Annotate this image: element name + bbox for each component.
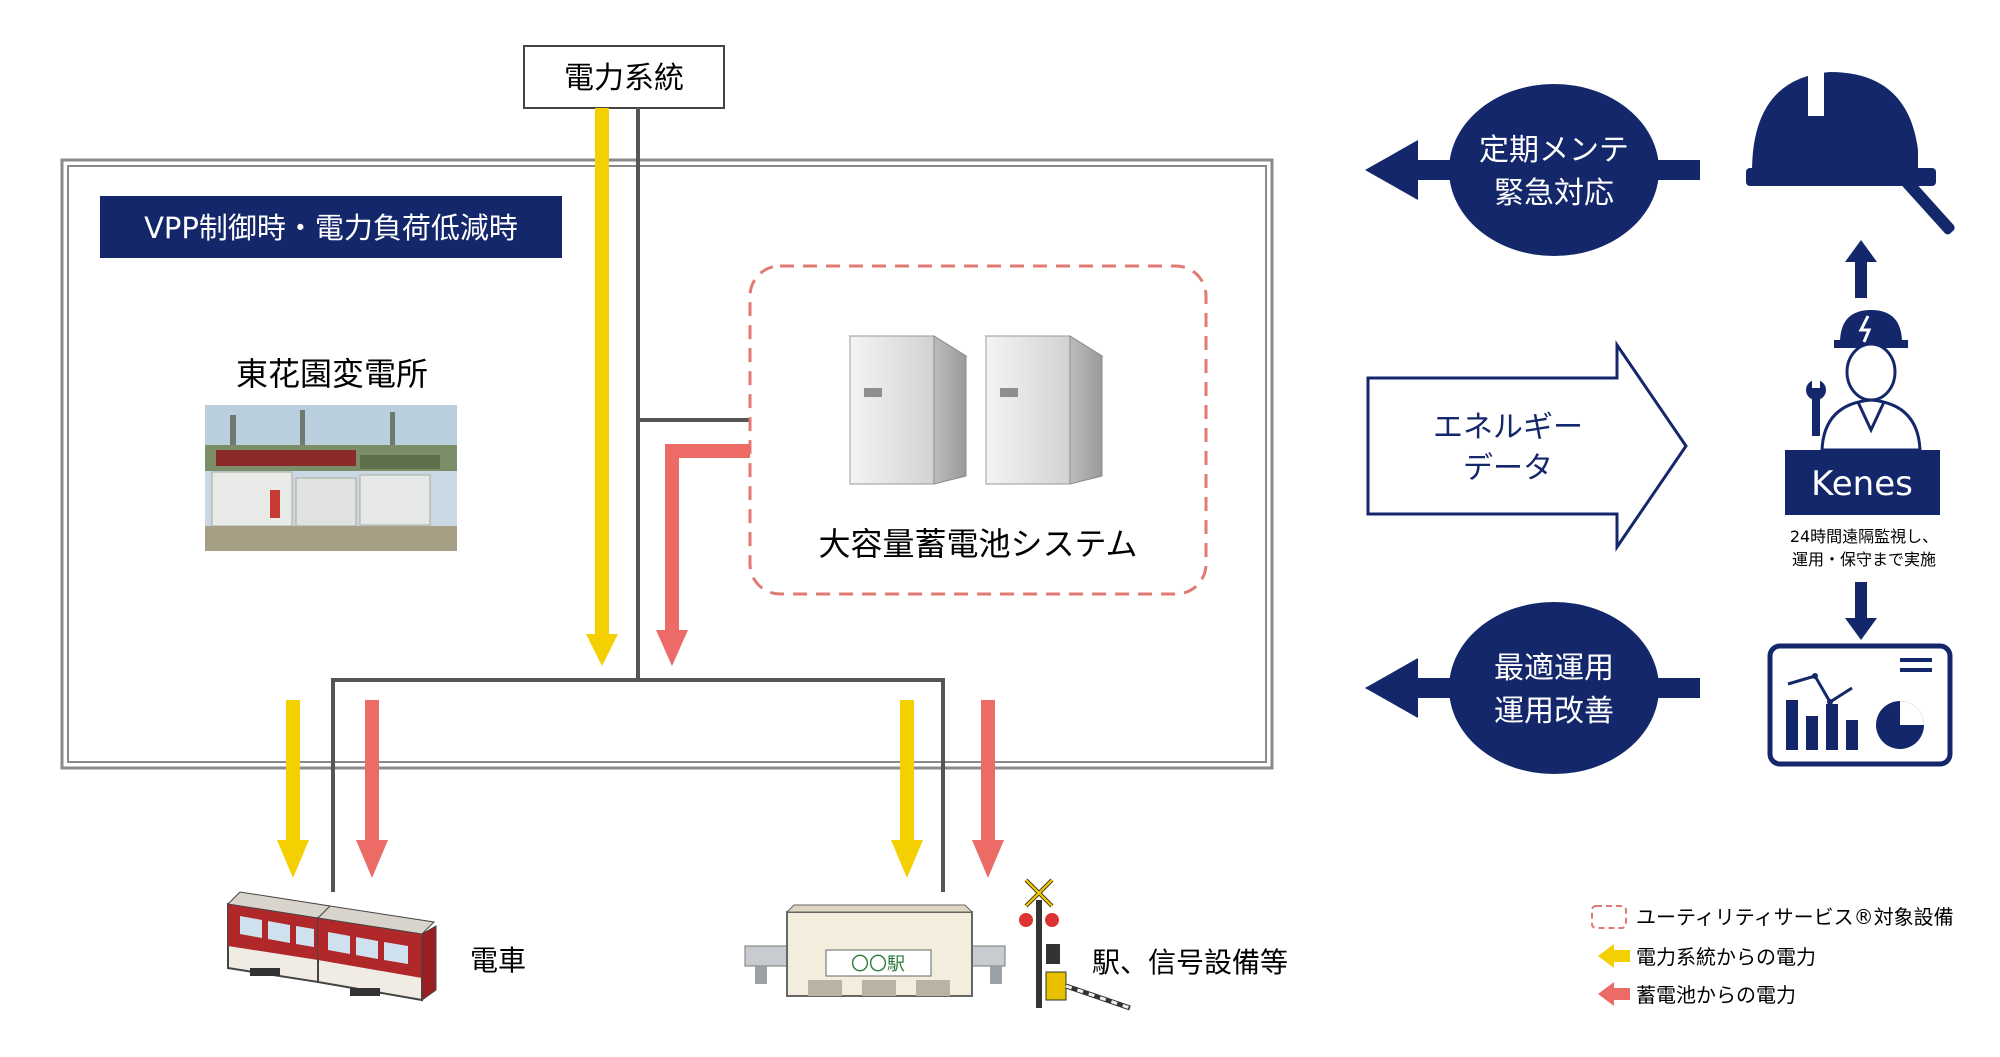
station-label: 駅、信号設備等 (1092, 946, 1288, 979)
site-frame (60, 158, 1274, 770)
legend-label-1: 電力系統からの電力 (1636, 945, 1816, 969)
worker-icon (1806, 310, 1922, 452)
battery-system-box (748, 264, 1208, 596)
energy-data-service: エネルギー データ (1366, 340, 1688, 552)
battery-cabinet-2 (984, 335, 1104, 485)
kenes-label: Kenes (1811, 464, 1913, 504)
energy-data-line-2: データ (1463, 451, 1553, 486)
maintenance-line-2: 緊急対応 (1494, 176, 1614, 211)
battery-cabinet-1 (848, 335, 968, 485)
grid-source-label: 電力系統 (564, 61, 684, 96)
power-wires (331, 108, 945, 892)
battery-system-label: 大容量蓄電池システム (818, 525, 1137, 563)
legend-dashed-box-swatch (1591, 905, 1627, 929)
maintenance-line-1: 定期メンテ (1479, 133, 1629, 168)
up-arrow (1845, 240, 1877, 298)
grid-power-arrow-main (586, 108, 618, 666)
substation-photo (205, 405, 457, 551)
kenes-description-line-2: 運用・保守まで実施 (1792, 550, 1936, 569)
station-sign: 〇〇駅 (851, 954, 905, 975)
mode-badge: VPP制御時・電力負荷低減時 (100, 196, 562, 258)
analytics-dashboard-icon (1767, 643, 1953, 767)
legend-label-2: 蓄電池からの電力 (1636, 983, 1796, 1007)
battery-power-arrow-main (656, 444, 750, 666)
grid-power-arrow-station (891, 700, 923, 878)
legend-battery-arrow-swatch (1598, 982, 1630, 1006)
battery-power-arrow-station (972, 700, 1004, 878)
battery-power-arrow-train (356, 700, 388, 878)
train-label: 電車 (470, 944, 526, 977)
substation-name: 東花園変電所 (236, 355, 428, 393)
optimization-line-2: 運用改善 (1494, 694, 1614, 729)
railway-crossing-signal (1019, 878, 1131, 1011)
mode-badge-label: VPP制御時・電力負荷低減時 (144, 211, 518, 245)
legend: ユーティリティサービス®対象設備 電力系統からの電力 蓄電池からの電力 (1591, 905, 1954, 1007)
station-illustration: 〇〇駅 (744, 904, 1006, 997)
maintenance-service: 定期メンテ 緊急対応 (1365, 84, 1700, 256)
train-illustration (226, 891, 437, 1002)
legend-label-0: ユーティリティサービス®対象設備 (1636, 905, 1954, 929)
optimization-line-1: 最適運用 (1494, 651, 1614, 686)
down-arrow (1845, 582, 1877, 640)
kenes-badge: Kenes (1785, 450, 1940, 515)
legend-grid-arrow-swatch (1598, 944, 1630, 968)
energy-data-line-1: エネルギー (1433, 410, 1583, 445)
optimization-service: 最適運用 運用改善 (1365, 602, 1700, 774)
kenes-description-line-1: 24時間遠隔監視し、 (1790, 527, 1938, 546)
hardhat-wrench-icon (1746, 70, 1955, 235)
grid-source: 電力系統 (523, 45, 725, 109)
grid-power-arrow-train (277, 700, 309, 878)
